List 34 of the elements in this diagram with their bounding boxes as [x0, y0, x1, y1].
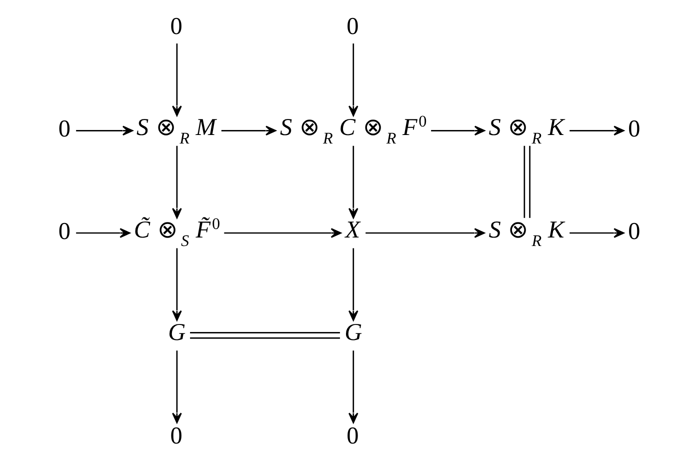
arrow: [172, 146, 182, 219]
arrow: [172, 248, 182, 321]
node-text: S ⊗$_{R}$ C ⊗$_{R}$ F$^{0}$: [280, 114, 427, 148]
node-text: C̃ ⊗$_{S}$ F̃$^{0}$: [134, 216, 220, 250]
arrow: [366, 228, 485, 238]
node-text: S ⊗$_{R}$ M: [136, 114, 216, 148]
node-text: 0: [170, 422, 182, 450]
connector: [190, 332, 340, 339]
arrow: [348, 44, 358, 116]
arrow: [76, 126, 134, 136]
node-text: G: [344, 318, 362, 346]
connector: [524, 146, 530, 218]
arrow: [224, 228, 342, 238]
node-text: X: [345, 216, 360, 244]
arrow: [76, 228, 130, 238]
node-text: 0: [170, 13, 182, 40]
arrow: [570, 228, 624, 238]
node-text: G: [168, 318, 186, 346]
node-text: 0: [628, 218, 640, 245]
arrow: [348, 350, 358, 424]
node-text: 0: [628, 116, 640, 143]
arrow: [348, 248, 358, 321]
node-text: S ⊗$_{R}$ K: [488, 216, 564, 250]
node-text: 0: [346, 13, 359, 40]
arrow: [172, 350, 182, 424]
node-text: 0: [58, 116, 71, 143]
node-text: S ⊗$_{R}$ K: [488, 114, 564, 148]
arrow: [221, 126, 276, 136]
arrow: [348, 146, 358, 219]
arrow: [431, 126, 486, 136]
arrow: [570, 126, 624, 136]
node-text: 0: [346, 422, 359, 450]
node-text: 0: [58, 218, 71, 245]
arrow: [172, 44, 182, 116]
